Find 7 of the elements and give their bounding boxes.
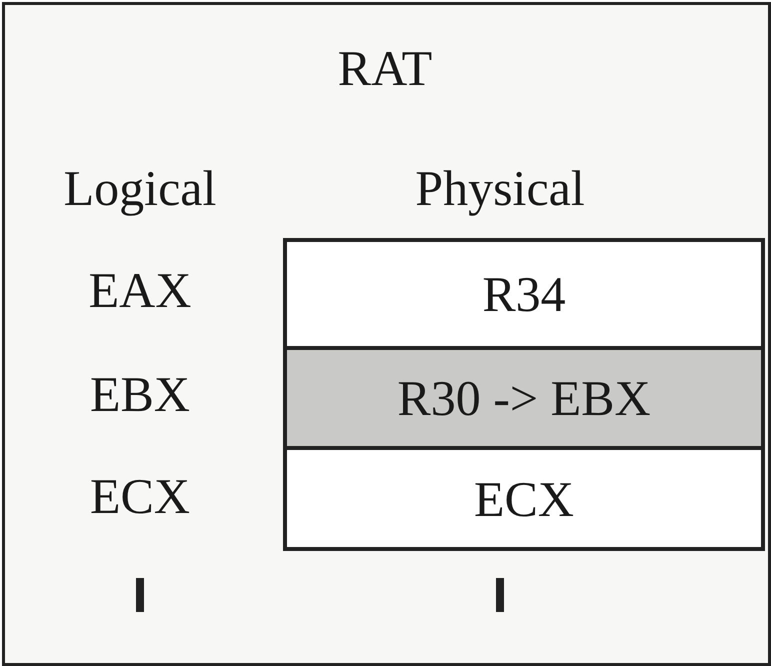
row-label: EAX — [88, 262, 192, 318]
column-header: Logical — [64, 160, 216, 216]
row-label: ECX — [90, 468, 190, 524]
row-label: EBX — [90, 366, 190, 422]
table-title: RAT — [338, 40, 432, 96]
highlighted-table-cell: R30 -> EBX — [287, 346, 761, 446]
column-header: Physical — [415, 160, 585, 216]
